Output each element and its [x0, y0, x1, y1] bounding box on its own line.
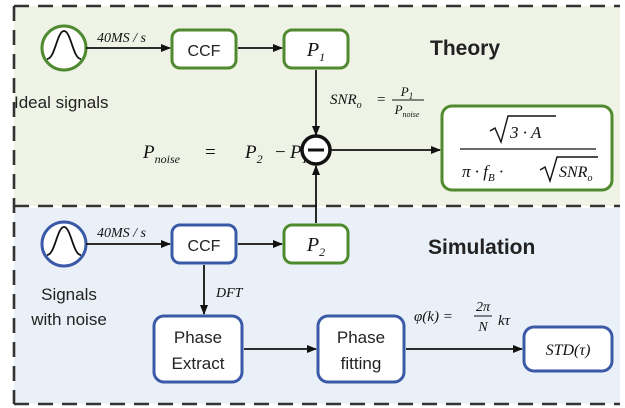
ideal-signals-label: Ideal signals: [14, 93, 109, 112]
svg-text:kτ: kτ: [498, 313, 511, 329]
std-block: [522, 325, 614, 373]
subtractor-node: [300, 134, 332, 166]
svg-text:SNRo: SNRo: [559, 164, 592, 184]
svg-text:3 · A: 3 · A: [509, 123, 542, 142]
theory-ccf-label: CCF: [188, 43, 221, 60]
phase-fitting-line2: fitting: [341, 354, 382, 373]
sqrt-symbol-den: [539, 156, 598, 184]
svg-text:2π: 2π: [476, 300, 491, 315]
dft-label: DFT: [215, 286, 244, 301]
noisy-signal-source: [40, 220, 88, 268]
signals-label-line1: Signals: [41, 285, 97, 304]
svg-text:Pnoise: Pnoise: [394, 102, 420, 119]
gaussian-pulse-icon: [46, 226, 82, 256]
phase-fitting-line1: Phase: [337, 328, 385, 347]
p2-block: [282, 223, 350, 265]
p1-block: [282, 28, 350, 70]
svg-text:Pnoise: Pnoise: [142, 142, 181, 166]
p2-label: P2: [306, 234, 325, 259]
simulation-ccf-block: [170, 223, 238, 265]
phase-fitting-block: [316, 314, 406, 384]
svg-text:π · fB ·: π · fB ·: [462, 162, 503, 184]
svg-text:=: =: [377, 92, 385, 108]
theory-ccf-block: [170, 28, 238, 70]
svg-text:P1: P1: [400, 84, 413, 101]
simulation-rate-label: 40MS / s: [97, 226, 147, 241]
svg-text:N: N: [477, 320, 488, 335]
pnoise-formula: Pnoise = P2 − P1: [142, 142, 308, 166]
theory-title: Theory: [430, 37, 500, 60]
ideal-signal-source: [40, 24, 88, 72]
result-formula: 3 · A π · fB · SNRo: [460, 115, 598, 184]
simulation-title: Simulation: [428, 236, 535, 259]
svg-text:SNRo: SNRo: [330, 92, 362, 111]
dashed-borders: [12, 4, 620, 406]
signals-label-line2: with noise: [30, 310, 107, 329]
svg-text:φ(k) =: φ(k) =: [414, 309, 453, 325]
theory-rate-label: 40MS / s: [97, 31, 147, 46]
phase-extract-line2: Extract: [172, 354, 225, 373]
svg-text:P2: P2: [244, 142, 263, 166]
svg-text:=: =: [205, 142, 216, 163]
simulation-ccf-label: CCF: [188, 238, 221, 255]
phase-extract-line1: Phase: [174, 328, 222, 347]
gaussian-pulse-icon: [46, 30, 82, 60]
std-label: STD(τ): [546, 342, 591, 359]
snr-formula: SNRo = P1 Pnoise: [330, 84, 424, 119]
p1-label: P1: [306, 39, 325, 64]
svg-text:−: −: [275, 142, 286, 163]
phase-formula: φ(k) = 2π N kτ: [414, 300, 511, 335]
sqrt-symbol-num: [489, 115, 556, 145]
phase-extract-block: [152, 314, 244, 384]
result-formula-box: [440, 104, 614, 192]
